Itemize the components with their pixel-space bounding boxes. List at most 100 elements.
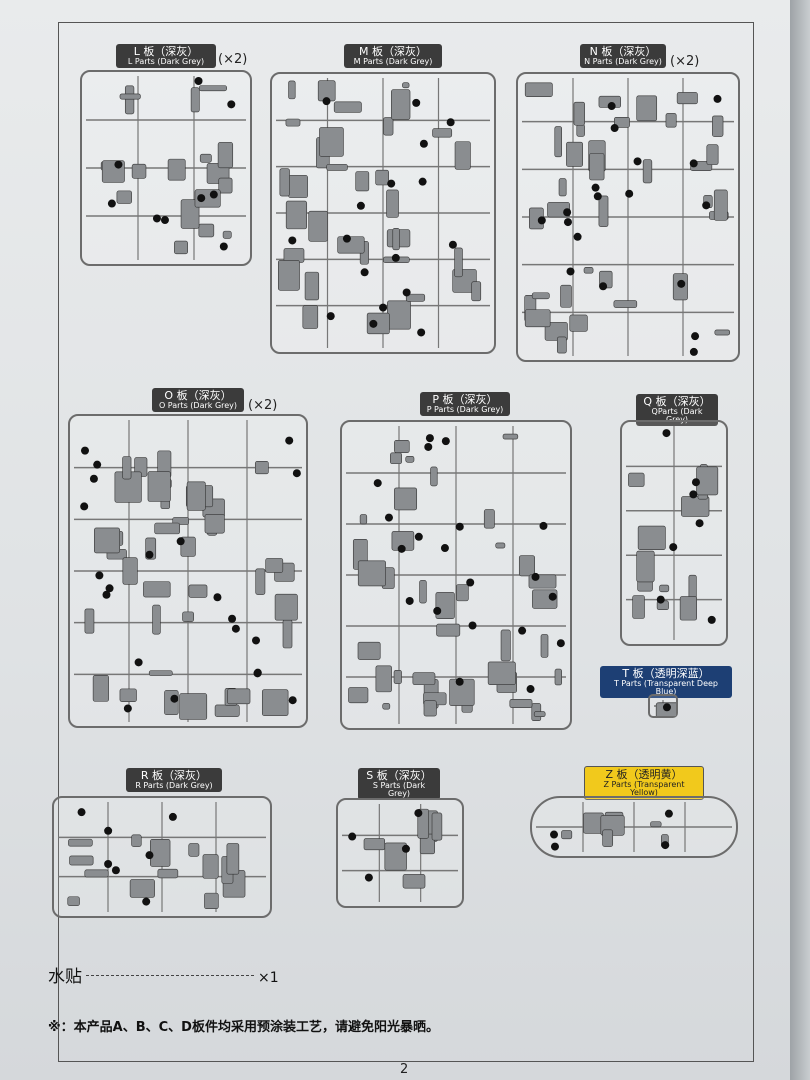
board-tag-en: S Parts (Dark Grey) (372, 780, 426, 798)
part-number-marker (563, 218, 572, 227)
page-edge (790, 0, 810, 1080)
board-tag-en: N Parts (Dark Grey) (584, 56, 662, 66)
sprue-part (304, 271, 320, 301)
part-number-marker (599, 282, 608, 291)
part-number-marker (713, 94, 722, 103)
part-number-marker (425, 434, 434, 443)
board-tag-en: R Parts (Dark Grey) (135, 780, 213, 790)
board-tag-P: P 板（深灰） P Parts (Dark Grey) (420, 392, 510, 416)
sprue-part (642, 159, 653, 184)
board-tag-en: QParts (Dark Grey) (651, 406, 703, 424)
part-number-marker (102, 590, 111, 599)
sprue-part (471, 281, 482, 302)
board-multiplier: (×2) (248, 398, 278, 413)
part-number-marker (111, 866, 120, 875)
part-number-marker (695, 519, 704, 528)
sprue-part (363, 838, 386, 851)
sprue-part (198, 223, 215, 238)
part-number-marker (563, 208, 572, 217)
part-number-marker (356, 201, 365, 210)
sprue-part (613, 300, 638, 308)
sprue-part (308, 210, 328, 242)
part-number-marker (288, 236, 297, 245)
sprue-part (182, 611, 194, 622)
part-number-marker (77, 808, 86, 817)
sprue-part (261, 689, 289, 716)
board-tag-cn: T 板（透明深蓝） (622, 667, 710, 680)
sprue-part (524, 82, 553, 97)
part-number-marker (691, 478, 700, 487)
part-number-marker (468, 621, 477, 630)
part-number-marker (285, 436, 294, 445)
board-tag-cn: Q 板（深灰） (643, 395, 711, 408)
part-number-marker (607, 102, 616, 111)
part-number-marker (702, 201, 711, 210)
sprue-part (384, 842, 407, 871)
sprue-part (302, 305, 319, 329)
part-number-marker (573, 232, 582, 241)
part-number-marker (417, 328, 426, 337)
sprue-part (131, 834, 142, 847)
sprue-part (554, 126, 562, 158)
sprue-part (188, 584, 208, 598)
sprue-part (456, 584, 469, 602)
sprue-part (150, 839, 171, 867)
sprue-part (391, 89, 411, 120)
part-number-marker (689, 159, 698, 168)
part-number-marker (228, 614, 237, 623)
board-tag-T: T 板（透明深蓝） T Parts (Transparent Deep Blue… (600, 666, 732, 699)
part-number-marker (252, 636, 261, 645)
sprue-part (198, 85, 227, 92)
sprue-part (558, 178, 567, 197)
board-tag-cn: N 板（深灰） (589, 45, 657, 58)
sprue-part (423, 700, 437, 717)
part-number-marker (197, 194, 206, 203)
part-number-marker (397, 544, 406, 553)
part-number-marker (633, 157, 642, 166)
part-number-marker (537, 216, 546, 225)
part-number-marker (160, 216, 169, 225)
sprue-part (348, 687, 369, 704)
sprue-part (152, 604, 161, 635)
part-number-marker (593, 192, 602, 201)
sprue-part (124, 85, 135, 115)
sprue-part (143, 581, 171, 598)
sprue-part (67, 896, 80, 906)
page-frame (58, 22, 754, 1062)
sprue-part (713, 189, 728, 221)
part-number-marker (419, 139, 428, 148)
sprue-part (375, 665, 392, 693)
sprue-part (583, 267, 594, 274)
part-number-marker (424, 442, 433, 451)
sprue-part (147, 471, 171, 502)
sprue-part (632, 595, 645, 619)
part-number-marker (591, 183, 600, 192)
part-number-marker (548, 592, 557, 601)
board-tag-cn: O 板（深灰） (164, 389, 232, 402)
part-number-marker (176, 537, 185, 546)
sprue-part (326, 163, 348, 171)
sprue-part (518, 555, 535, 577)
sprue-part (179, 693, 208, 720)
sprue-part (337, 236, 365, 254)
part-number-marker (610, 124, 619, 133)
sprue-part (566, 141, 583, 167)
sprue-part (454, 247, 463, 278)
sprue-part (355, 171, 370, 192)
sprue-part (94, 527, 121, 554)
sprue-part (383, 117, 394, 136)
board-tag-R: R 板（深灰） R Parts (Dark Grey) (126, 768, 222, 792)
sprue-part (483, 509, 495, 529)
part-number-marker (418, 177, 427, 186)
part-number-marker (384, 513, 393, 522)
sprue-part (186, 481, 206, 511)
sprue-R (52, 796, 272, 918)
part-number-marker (152, 214, 161, 223)
part-number-marker (134, 658, 143, 667)
part-number-marker (412, 98, 421, 107)
part-number-marker (123, 704, 132, 713)
sprue-part (68, 838, 93, 847)
part-number-marker (107, 199, 116, 208)
part-number-marker (526, 685, 535, 694)
sprue-Q (620, 420, 728, 646)
